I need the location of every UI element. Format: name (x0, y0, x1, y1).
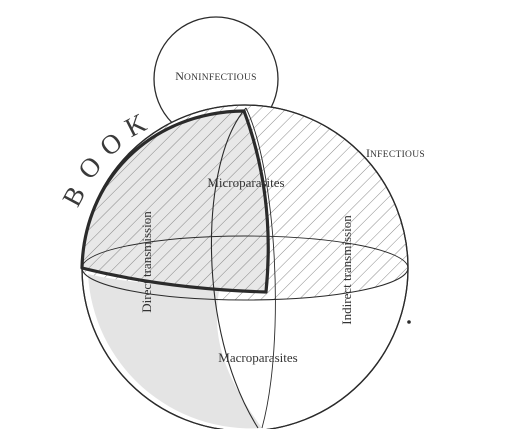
noninfectious-label: NONINFECTIOUS (175, 69, 256, 83)
equator-back (81, 235, 409, 269)
direct-lower-quadrant (88, 274, 262, 429)
macroparasites-label: Macroparasites (218, 350, 297, 365)
infectious-label: INFECTIOUS (366, 146, 425, 160)
microparasites-label: Microparasites (207, 175, 284, 190)
meridian-front (210, 107, 259, 429)
direct-transmission-label: Direct transmission (139, 211, 154, 313)
stray-dot (407, 320, 411, 324)
equator-front (81, 267, 409, 301)
meridian-back (245, 107, 276, 429)
indirect-transmission-label: Indirect transmission (339, 215, 354, 325)
book-letter-1: B (56, 180, 91, 211)
book-octant-hatch (82, 111, 269, 292)
book-letter-2: O (72, 150, 108, 185)
book-octant-outline (80, 109, 270, 294)
book-letter-3: O (94, 126, 129, 162)
